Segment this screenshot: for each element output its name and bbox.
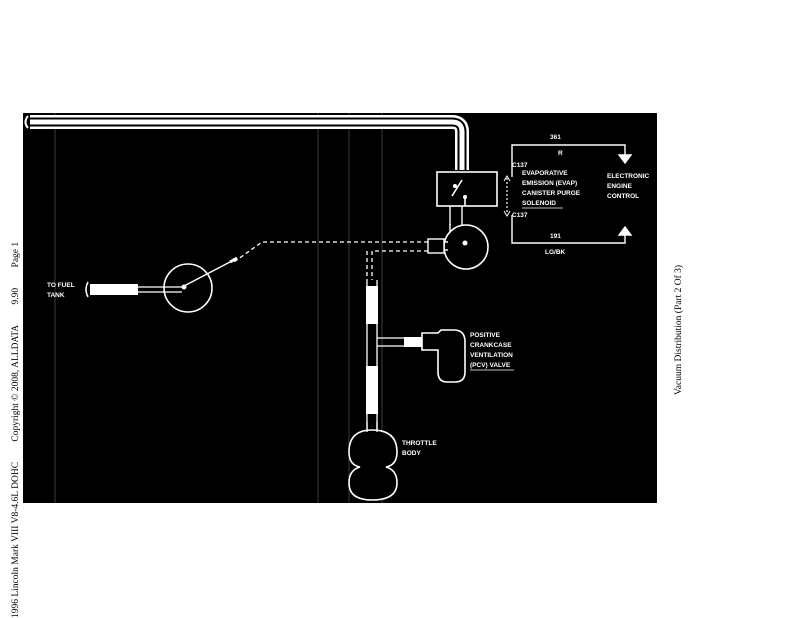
pcv-label-3: VENTILATION [470, 352, 513, 359]
diagram-caption: Vacuum Distribution (Part 2 Of 3) [668, 0, 690, 618]
pcv-label-4: (PCV) VALVE [470, 362, 511, 369]
vertical-vacuum-hose [366, 280, 422, 430]
connector-c137-top-label: C137 [512, 162, 528, 169]
throttle-label-1: THROTTLE [402, 440, 437, 447]
pcv-label-1: POSITIVE [470, 332, 501, 339]
wire-lgbk-label: LG/BK [545, 249, 566, 256]
pcv-valve [421, 329, 466, 383]
wire-r-label: R [558, 150, 563, 157]
fuel-tank-valve [85, 256, 238, 313]
fuel-tank-label-1: TO FUEL [47, 282, 75, 289]
caption-text: Vacuum Distribution (Part 2 Of 3) [674, 264, 684, 395]
connector-c137-arrows [503, 175, 511, 217]
circuit-361-label: 361 [550, 134, 561, 141]
evap-label-1: EVAPORATIVE [522, 170, 568, 177]
fuel-tank-label-2: TANK [47, 292, 65, 299]
throttle-label-2: BODY [402, 450, 421, 457]
evap-canister [427, 224, 489, 270]
wire-circuit-191 [511, 215, 633, 244]
evap-label-2: EMISSION (EVAP) [522, 180, 577, 187]
panel-guide-lines [54, 113, 383, 503]
pcv-label-2: CRANKCASE [470, 342, 512, 349]
eec-label-1: ELECTRONIC [607, 173, 650, 180]
vacuum-line-dashed [233, 241, 428, 280]
throttle-body [348, 422, 398, 501]
evap-solenoid [436, 171, 498, 225]
eec-label-3: CONTROL [607, 193, 639, 200]
connector-c137-bottom-label: C137 [512, 212, 528, 219]
circuit-191-label: 191 [550, 233, 561, 240]
wire-circuit-361 [511, 144, 633, 177]
vacuum-hose-top [24, 115, 469, 170]
evap-label-3: CANISTER PURGE [522, 190, 581, 197]
eec-label-2: ENGINE [607, 183, 633, 190]
diagram-panel [23, 113, 657, 503]
evap-label-4: SOLENOID [522, 200, 556, 207]
